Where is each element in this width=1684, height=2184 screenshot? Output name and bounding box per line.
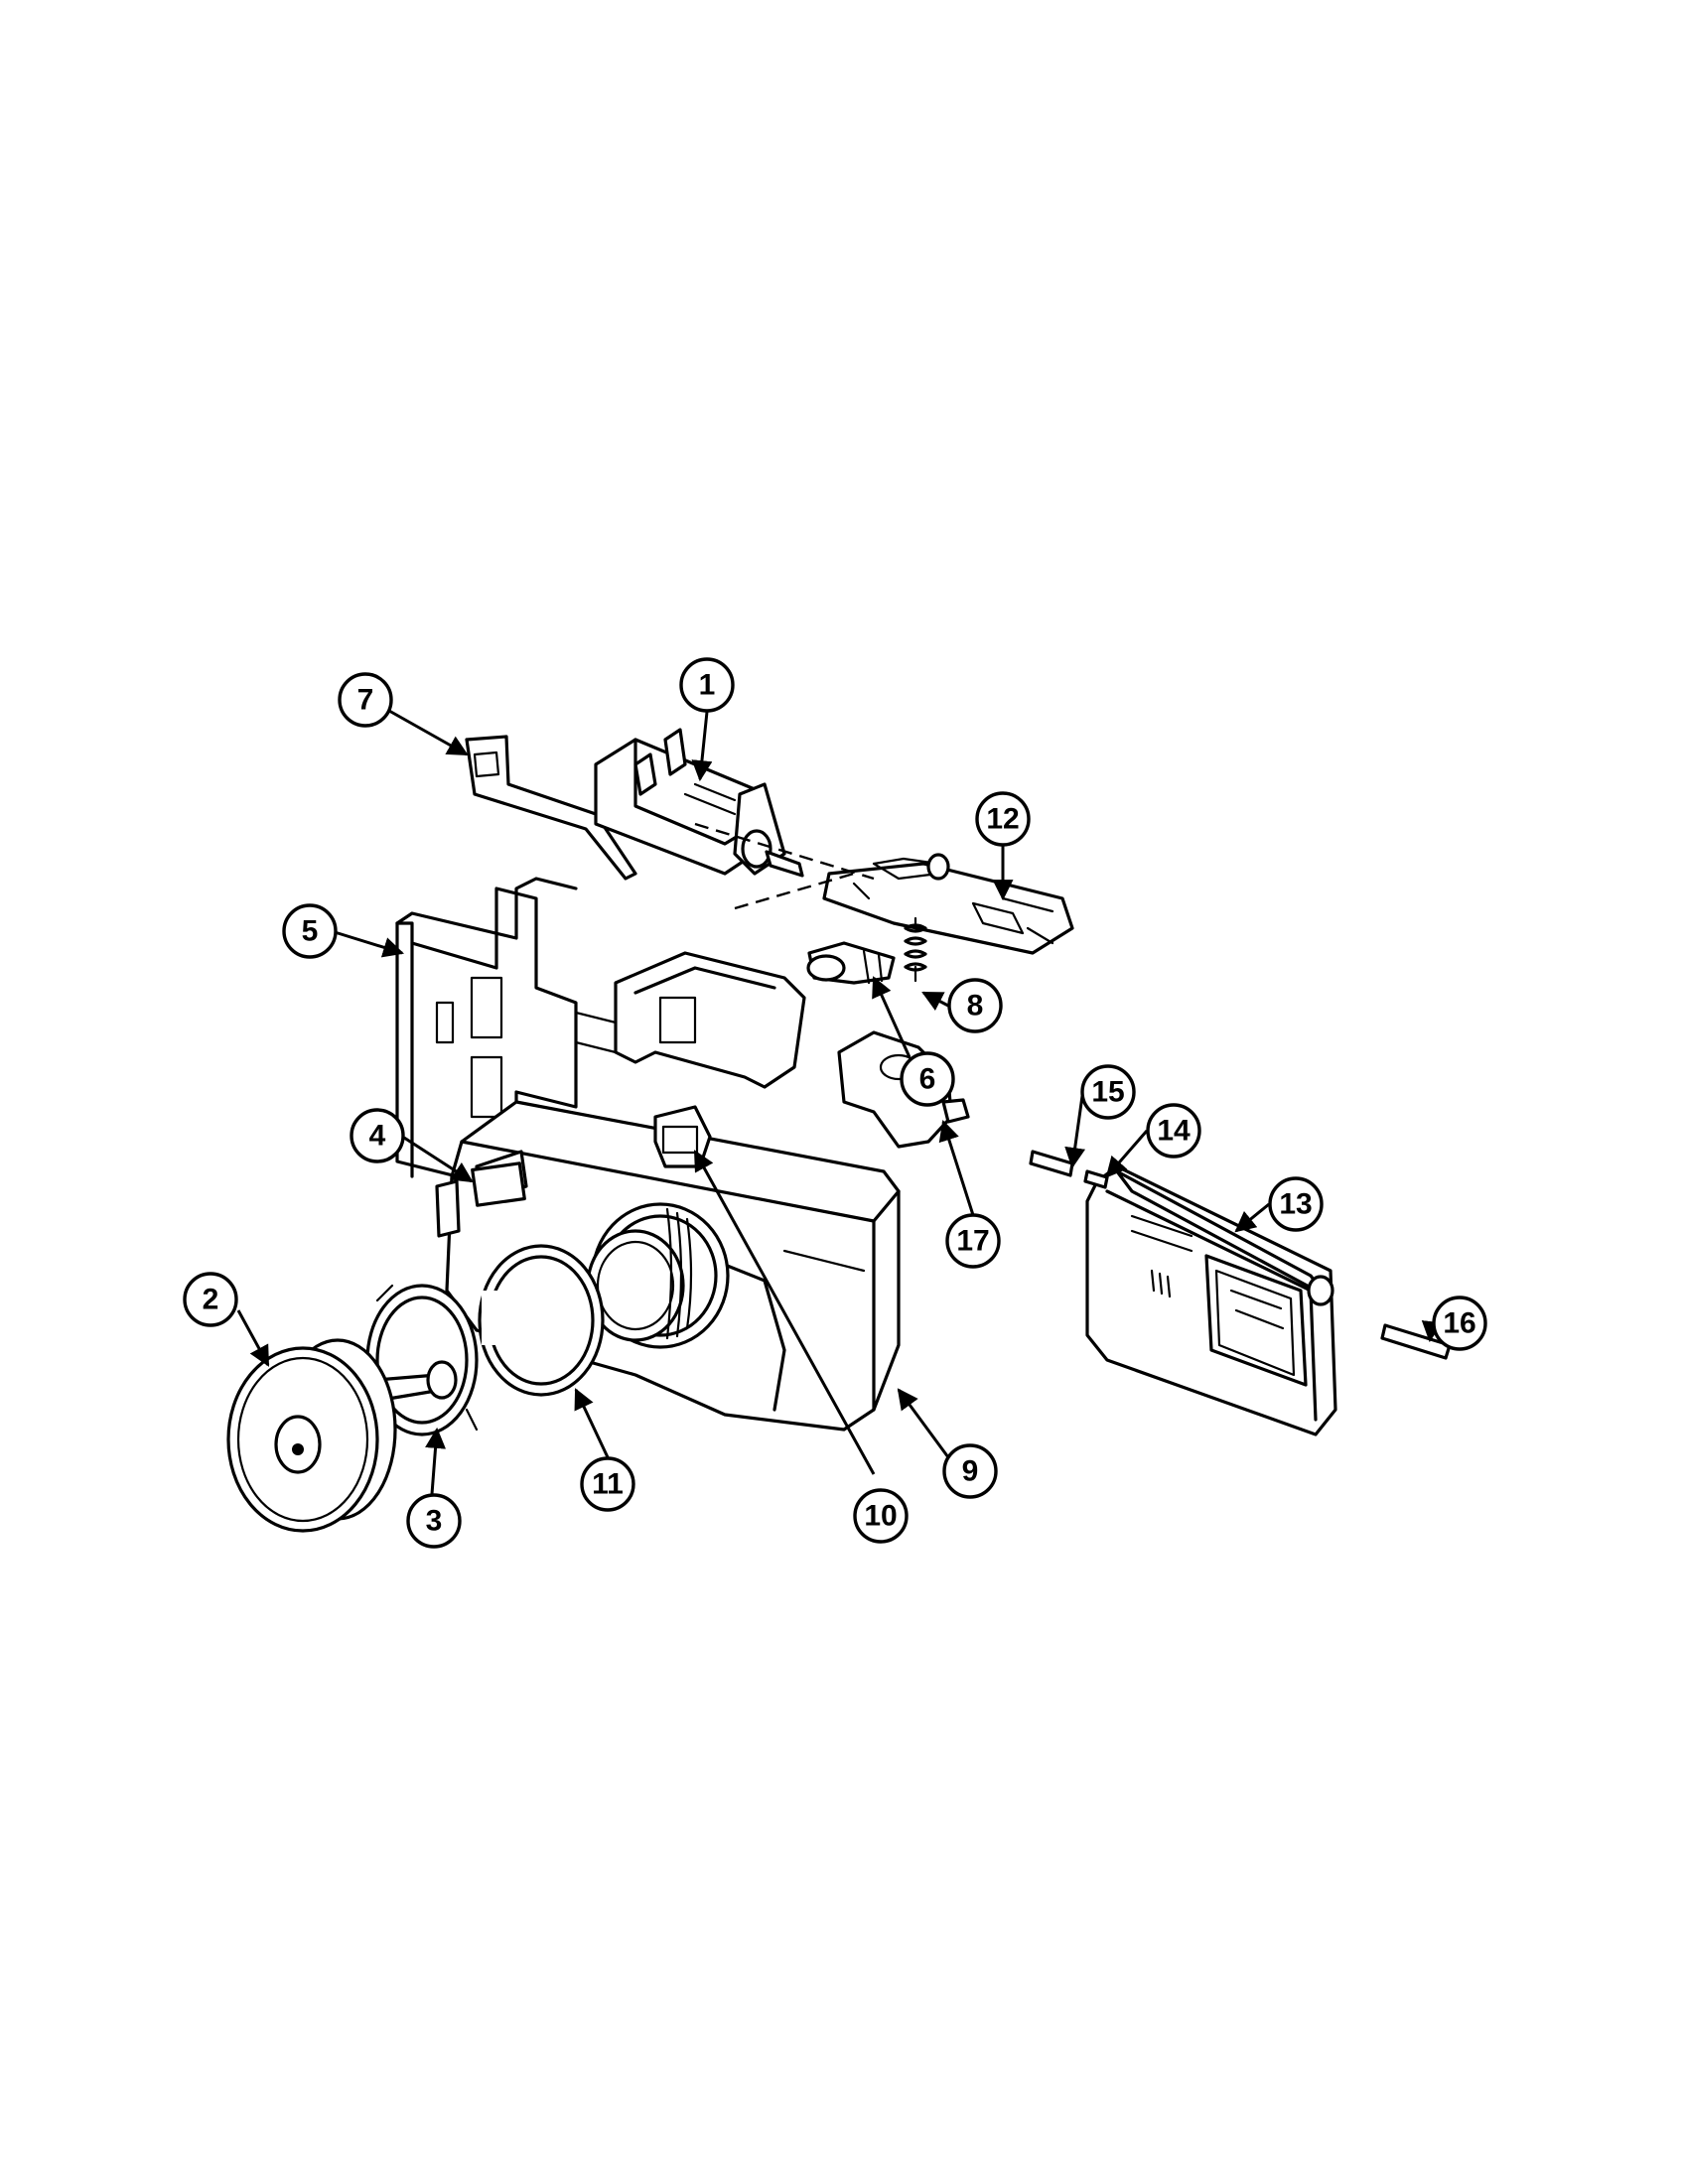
- callout-10: 10: [853, 1488, 909, 1544]
- callout-13-label: 13: [1279, 1188, 1312, 1221]
- callout-13: 13: [1268, 1176, 1324, 1232]
- callout-5: 5: [282, 903, 338, 959]
- callout-8: 8: [947, 978, 1003, 1033]
- callout-4-label: 4: [369, 1120, 386, 1153]
- callout-2-label: 2: [203, 1284, 219, 1316]
- part-8-spring: [904, 916, 927, 983]
- callout-8-label: 8: [967, 990, 984, 1023]
- callout-16: 16: [1432, 1296, 1487, 1351]
- callout-7-label: 7: [357, 684, 374, 717]
- callout-11: 11: [580, 1456, 635, 1512]
- callout-3: 3: [406, 1493, 462, 1549]
- callout-1-label: 1: [699, 669, 716, 702]
- callout-14: 14: [1146, 1103, 1201, 1159]
- callout-17: 17: [945, 1213, 1001, 1269]
- callout-14-label: 14: [1157, 1115, 1191, 1148]
- callout-4: 4: [350, 1108, 405, 1163]
- callout-6-label: 6: [919, 1063, 936, 1096]
- leader-lines: [236, 709, 1443, 1495]
- callout-11-label: 11: [592, 1468, 624, 1501]
- callout-12-label: 12: [986, 803, 1019, 836]
- part-5-frame: [395, 877, 806, 1193]
- callout-15-label: 15: [1091, 1076, 1124, 1109]
- part-12-bracket: [822, 853, 1074, 955]
- callout-10-label: 10: [864, 1500, 897, 1533]
- part-7-lever: [465, 735, 637, 881]
- callout-9: 9: [942, 1443, 998, 1499]
- part-14-small-pin: [1083, 1169, 1109, 1189]
- callout-9-label: 9: [962, 1455, 979, 1488]
- part-10-nozzle: [586, 1202, 730, 1349]
- part-11-ring: [478, 1244, 605, 1397]
- callout-7: 7: [338, 672, 393, 728]
- callout-12: 12: [975, 791, 1031, 847]
- callout-2: 2: [183, 1272, 238, 1327]
- callout-15: 15: [1080, 1064, 1136, 1120]
- callout-3-label: 3: [426, 1505, 443, 1538]
- part-15-pin: [1029, 1150, 1074, 1177]
- guide-line-1: [694, 822, 875, 881]
- callout-17-label: 17: [956, 1225, 989, 1258]
- callout-5-label: 5: [302, 915, 319, 948]
- callout-1: 1: [679, 657, 735, 713]
- part-1-switch: [594, 728, 804, 878]
- callout-16-label: 16: [1443, 1307, 1475, 1340]
- part-6-clip: [806, 941, 896, 985]
- part-2-knob: [226, 1338, 458, 1533]
- callout-6: 6: [900, 1051, 955, 1107]
- part-13-door: [1085, 1164, 1337, 1436]
